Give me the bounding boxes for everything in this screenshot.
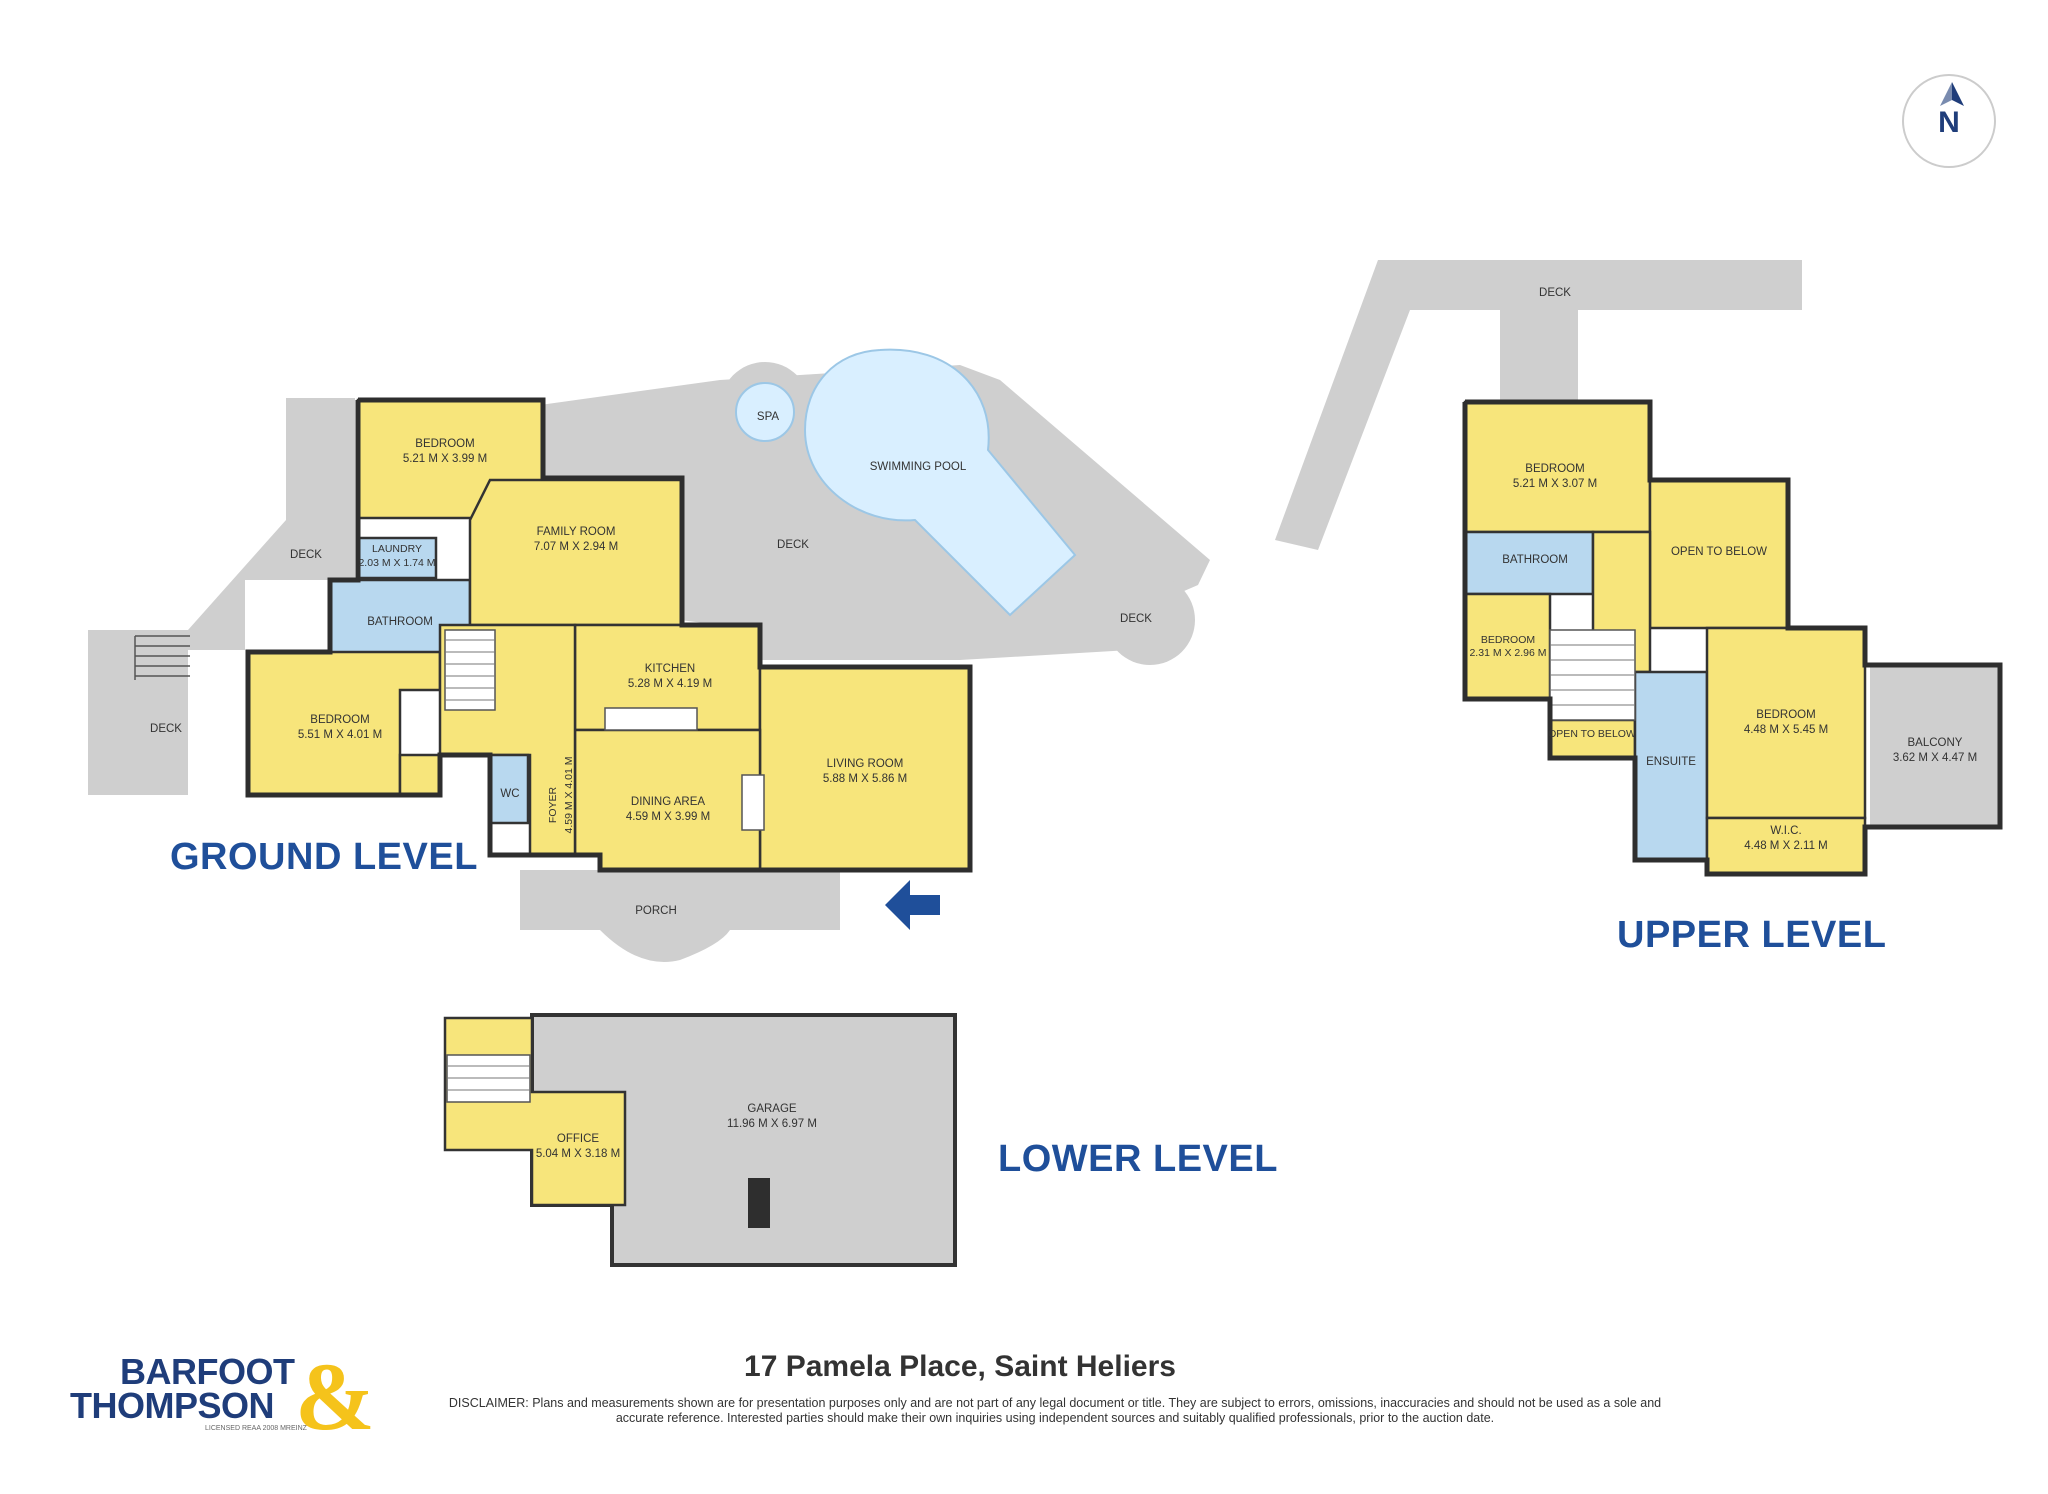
ll-office-name: OFFICE [557,1133,599,1145]
gl-bedroom1-dims: 5.21 M X 3.99 M [403,453,487,465]
lower-stairs [446,1054,531,1103]
kitchen-island [604,707,698,731]
disclaimer: DISCLAIMER: Plans and measurements shown… [448,1396,1662,1425]
upper-level-plan: DECK BEDROOM 5.21 M X 3.07 M BATHROOM BE… [1275,260,2003,877]
gl-deck-main: DECK [777,539,809,551]
gl-bathroom-name: BATHROOM [367,616,433,628]
deck-east-round [1105,575,1195,665]
gl-bedroom2-dims: 5.51 M X 4.01 M [298,729,382,741]
gl-dining-name: DINING AREA [631,796,705,808]
compass-icon: N [1902,74,1996,168]
gl-laundry-dims: 2.03 M X 1.74 M [358,557,435,569]
ul-wic-name: W.I.C. [1770,825,1801,837]
ul-open2: OPEN TO BELOW [1548,728,1636,740]
ul-bedroom2-name: BEDROOM [1481,634,1535,646]
spa [735,382,795,442]
logo-licence: LICENSED REAA 2008 MREINZ [205,1425,307,1432]
upper-bedroom-1 [1463,400,1652,534]
compass-arrow-icon [1940,82,1964,106]
property-address: 17 Pamela Place, Saint Heliers [744,1350,1176,1383]
logo-line-1: BARFOOT [120,1351,295,1392]
upper-wic [1705,816,1867,876]
ground-level-plan: BEDROOM 5.21 M X 3.99 M LAUNDRY 2.03 M X… [88,348,1210,962]
ground-level-label: GROUND LEVEL [170,836,478,878]
gl-living-dims: 5.88 M X 5.86 M [823,773,907,785]
gl-pool: SWIMMING POOL [870,461,967,473]
ul-ensuite-name: ENSUITE [1646,756,1696,768]
stairs-ground [444,629,496,711]
garage-pillar [748,1178,770,1228]
ul-bathroom-name: BATHROOM [1502,554,1568,566]
gl-family-name: FAMILY ROOM [537,526,616,538]
ul-bedroom2-dims: 2.31 M X 2.96 M [1469,647,1546,659]
ul-balcony-name: BALCONY [1908,737,1963,749]
ul-bedroom3-dims: 4.48 M X 5.45 M [1744,724,1828,736]
gl-spa: SPA [757,411,779,423]
gl-dining-dims: 4.59 M X 3.99 M [626,811,710,823]
ground-walls [245,397,973,873]
upper-balcony [1870,665,2000,827]
upper-bedroom-3 [1705,626,1867,820]
ul-open1: OPEN TO BELOW [1671,546,1767,558]
ul-bedroom3-name: BEDROOM [1756,709,1815,721]
gl-deck-east: DECK [1120,613,1152,625]
ul-balcony-dims: 3.62 M X 4.47 M [1893,752,1977,764]
deck-west [188,398,355,650]
gl-wc-name: WC [500,788,519,800]
upper-level-label: UPPER LEVEL [1617,914,1887,956]
agency-logo: BARFOOT THOMPSON & LICENSED REAA 2008 MR… [70,1343,375,1450]
gl-kitchen-dims: 5.28 M X 4.19 M [628,678,712,690]
gl-foyer-dims: 4.59 M X 4.01 M [563,756,575,833]
gl-deck-west: DECK [290,549,322,561]
deck-left [88,630,188,795]
store [398,753,442,797]
upper-walls [1462,399,2003,877]
gl-family-dims: 7.07 M X 2.94 M [534,541,618,553]
entry-arrow [885,880,940,930]
gl-deck-left: DECK [150,723,182,735]
gl-bedroom2-name: BEDROOM [310,714,369,726]
ll-garage-dims: 11.96 M X 6.97 M [727,1118,817,1130]
gl-laundry-name: LAUNDRY [372,543,422,555]
upper-bathroom [1463,530,1595,596]
gl-living-name: LIVING ROOM [827,758,904,770]
wc [488,753,530,825]
upper-bedroom-2 [1463,592,1552,701]
ll-garage-name: GARAGE [747,1103,797,1115]
gl-foyer-name: FOYER [547,786,559,823]
porch-bay [600,930,730,962]
upper-deck [1275,260,1802,550]
ul-bedroom1-name: BEDROOM [1525,463,1584,475]
gl-porch: PORCH [635,905,677,917]
lower-level-plan: OFFICE 5.04 M X 3.18 M GARAGE 11.96 M X … [443,1013,957,1267]
upper-stairs [1549,629,1636,721]
logo-line-2: THOMPSON [70,1385,275,1426]
ul-bedroom1-dims: 5.21 M X 3.07 M [1513,478,1597,490]
swimming-pool [803,348,1077,617]
gl-bedroom1-name: BEDROOM [415,438,474,450]
logo-ampersand: & [295,1343,375,1450]
dining-island [741,774,765,831]
gl-kitchen-name: KITCHEN [645,663,695,675]
stairs-left [134,635,190,680]
porch [520,870,840,930]
lower-level-label: LOWER LEVEL [998,1138,1278,1180]
ll-office-dims: 5.04 M X 3.18 M [536,1148,620,1160]
ul-deck: DECK [1539,287,1571,299]
compass-north: N [1938,106,1960,139]
ul-wic-dims: 4.48 M X 2.11 M [1744,840,1828,852]
